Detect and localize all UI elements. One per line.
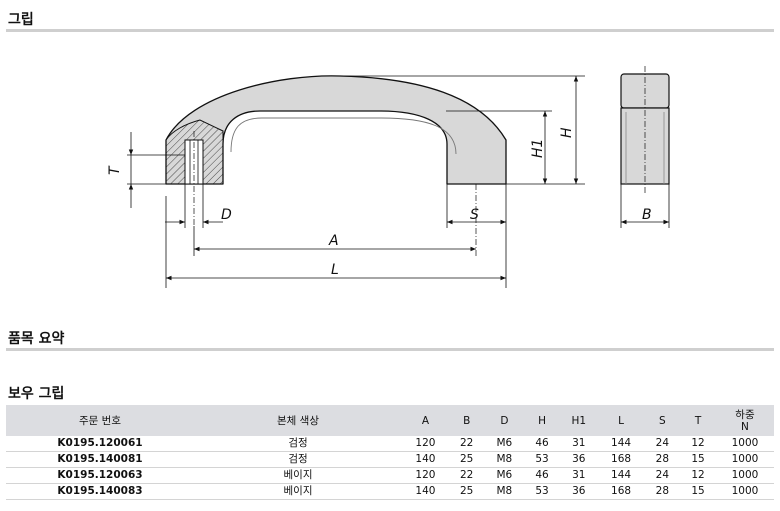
dim-label-a: A	[328, 233, 339, 249]
table-row: K0195.120063 베이지 120 22 M6 46 31 144 24 …	[6, 467, 774, 484]
cell-h1: 36	[559, 483, 598, 500]
technical-drawing: T D A L S H1 H B	[107, 66, 670, 288]
cell-b: 25	[448, 451, 485, 468]
cell-a: 140	[402, 451, 449, 468]
cell-load: 1000	[715, 451, 774, 468]
load-header-label: 하중	[735, 408, 755, 421]
cell-d: M8	[484, 451, 525, 468]
cell-load: 1000	[715, 467, 774, 484]
cell-order-number[interactable]: K0195.140081	[6, 451, 194, 468]
cell-d: M8	[484, 483, 525, 500]
dim-label-d: D	[221, 207, 232, 223]
cell-l: 144	[597, 436, 645, 452]
dim-label-h: H	[559, 127, 575, 138]
col-header-load: 하중 N	[716, 405, 774, 436]
cell-b: 22	[448, 467, 485, 484]
product-table: 주문 번호 본체 색상 A B D H H1 L S T 하중 N K0195.…	[6, 405, 774, 500]
table-header-row: 주문 번호 본체 색상 A B D H H1 L S T 하중 N	[6, 405, 774, 436]
summary-section-title: 품목 요약	[8, 331, 65, 347]
cell-order-number[interactable]: K0195.120063	[6, 467, 194, 484]
cell-a: 140	[402, 483, 449, 500]
cell-h1: 31	[559, 436, 598, 452]
cell-h: 46	[524, 436, 560, 452]
cell-h: 53	[524, 483, 560, 500]
cell-h: 46	[524, 467, 560, 484]
cell-order-number[interactable]: K0195.140083	[6, 483, 194, 500]
col-header-l: L	[618, 414, 624, 427]
cell-s: 24	[644, 467, 681, 484]
cell-s: 24	[644, 436, 681, 452]
col-header-d: D	[500, 414, 509, 427]
cell-b: 25	[448, 483, 485, 500]
cell-order-number[interactable]: K0195.120061	[6, 436, 194, 452]
cell-load: 1000	[715, 483, 774, 500]
cell-h1: 36	[559, 451, 598, 468]
dim-label-s: S	[470, 207, 479, 223]
col-header-body-color: 본체 색상	[277, 414, 319, 427]
cell-a: 120	[402, 467, 449, 484]
cell-l: 144	[597, 467, 645, 484]
summary-section-rule	[6, 348, 774, 351]
cell-a: 120	[402, 436, 449, 452]
cell-b: 22	[448, 436, 485, 452]
cell-load: 1000	[715, 436, 774, 452]
cell-t: 15	[680, 451, 716, 468]
table-row: K0195.140081 검정 140 25 M8 53 36 168 28 1…	[6, 451, 774, 468]
col-header-s: S	[659, 414, 666, 427]
col-header-a: A	[421, 414, 430, 427]
handle-inner-edge	[230, 117, 457, 155]
dim-label-h1: H1	[530, 139, 546, 158]
cell-l: 168	[597, 451, 645, 468]
cell-body-color: 베이지	[194, 483, 402, 500]
col-header-b: B	[463, 414, 471, 427]
cell-body-color: 검정	[194, 436, 402, 452]
col-header-h1: H1	[571, 414, 587, 427]
col-header-t: T	[694, 414, 702, 427]
load-header-unit: N	[741, 420, 749, 433]
cell-s: 28	[644, 483, 681, 500]
cell-d: M6	[484, 436, 525, 452]
cell-h1: 31	[559, 467, 598, 484]
product-section-title: 보우 그립	[8, 386, 65, 402]
dim-label-l: L	[331, 262, 339, 278]
col-header-order-number: 주문 번호	[79, 414, 121, 427]
dim-label-t: T	[107, 165, 123, 175]
dim-label-b: B	[642, 207, 652, 223]
handle-body-outline	[165, 75, 507, 185]
cell-body-color: 검정	[194, 451, 402, 468]
cell-t: 12	[680, 436, 716, 452]
cell-t: 15	[680, 483, 716, 500]
cell-t: 12	[680, 467, 716, 484]
cell-l: 168	[597, 483, 645, 500]
table-row: K0195.120061 검정 120 22 M6 46 31 144 24 1…	[6, 436, 774, 452]
cell-body-color: 베이지	[194, 467, 402, 484]
col-header-h: H	[538, 414, 547, 427]
drawing-section-title: 그립	[8, 12, 34, 28]
drawing-section-rule	[6, 29, 774, 32]
cell-s: 28	[644, 451, 681, 468]
cell-d: M6	[484, 467, 525, 484]
cell-h: 53	[524, 451, 560, 468]
table-row: K0195.140083 베이지 140 25 M8 53 36 168 28 …	[6, 483, 774, 500]
